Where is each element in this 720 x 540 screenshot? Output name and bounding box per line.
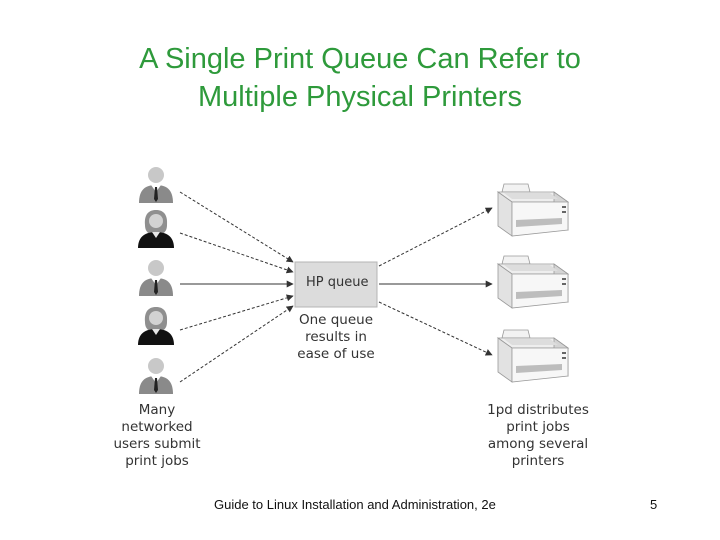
users-caption-line: print jobs <box>125 453 189 469</box>
hp-queue-label: HP queue <box>306 275 369 290</box>
male-user-icon <box>139 358 173 394</box>
arrow-user-4-to-queue <box>179 294 294 331</box>
printers-caption-line: printers <box>511 453 565 469</box>
users-caption: Many networked users submit print jobs <box>102 402 212 470</box>
printer-icon <box>497 329 569 383</box>
arrow-user-2-to-queue <box>179 232 294 274</box>
outgoing-arrows <box>378 207 493 356</box>
printer-icon <box>497 183 569 237</box>
users-caption-line: networked <box>121 419 193 435</box>
male-user-icon <box>139 167 173 203</box>
arrow-user-5-to-queue <box>179 305 294 383</box>
arrow-user-1-to-queue <box>179 191 294 263</box>
printers-caption-line: among several <box>487 436 589 452</box>
printers-caption-line: 1pd distributes <box>487 402 589 418</box>
arrow-queue-to-printer-3 <box>378 301 493 356</box>
hp-queue-box <box>294 261 378 308</box>
users-caption-line: users submit <box>113 436 201 452</box>
printer-icon <box>497 255 569 309</box>
queue-caption-line: ease of use <box>297 346 375 362</box>
slide-title: A Single Print Queue Can Refer to Multip… <box>0 40 720 116</box>
incoming-arrows <box>179 191 294 383</box>
slide-title-line-2: Multiple Physical Printers <box>198 81 522 113</box>
page-number: 5 <box>650 497 658 512</box>
female-user-icon <box>138 307 174 345</box>
printer-icons <box>497 183 569 383</box>
slide-title-line-1: A Single Print Queue Can Refer to <box>139 43 581 75</box>
queue-caption-line: One queue <box>298 312 374 328</box>
printers-caption: 1pd distributes print jobs among several… <box>478 402 598 470</box>
arrow-queue-to-printer-1 <box>378 207 493 267</box>
queue-caption: One queue results in ease of use <box>286 312 386 363</box>
queue-caption-line: results in <box>305 329 367 345</box>
printers-caption-line: print jobs <box>506 419 570 435</box>
female-user-icon <box>138 210 174 248</box>
male-user-icon <box>139 260 173 296</box>
user-icons <box>138 167 174 394</box>
slide-footer: Guide to Linux Installation and Administ… <box>214 497 496 512</box>
users-caption-line: Many <box>138 402 176 418</box>
